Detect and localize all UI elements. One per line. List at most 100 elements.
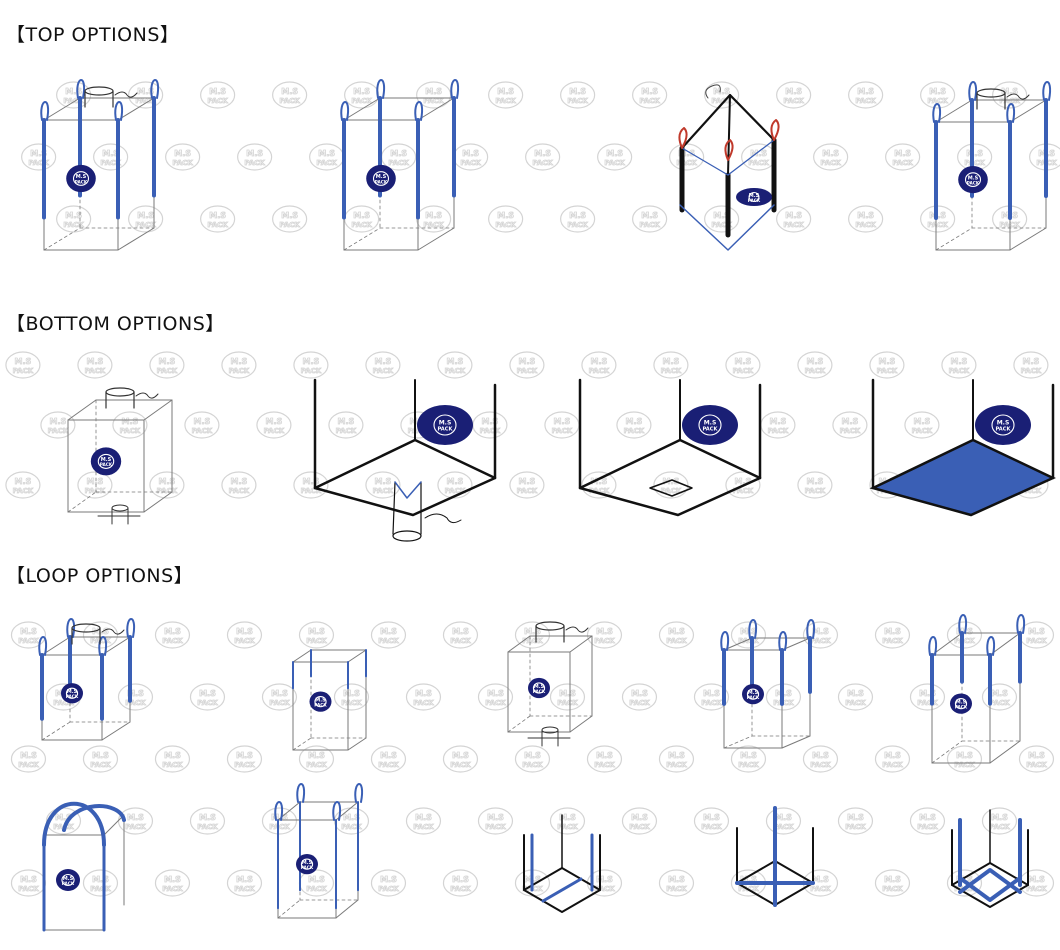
svg-text:M.S: M.S bbox=[497, 211, 514, 220]
svg-text:PACK: PACK bbox=[13, 487, 34, 495]
svg-text:PACK: PACK bbox=[567, 97, 588, 105]
svg-text:PACK: PACK bbox=[661, 487, 682, 495]
svg-text:PACK: PACK bbox=[676, 159, 697, 167]
svg-text:PACK: PACK bbox=[63, 97, 84, 105]
svg-text:M.S: M.S bbox=[127, 813, 144, 822]
svg-text:M.S: M.S bbox=[353, 87, 370, 96]
svg-text:PACK: PACK bbox=[229, 487, 250, 495]
svg-text:M.S: M.S bbox=[303, 477, 320, 486]
svg-text:PACK: PACK bbox=[805, 367, 826, 375]
svg-text:PACK: PACK bbox=[162, 885, 183, 893]
svg-text:PACK: PACK bbox=[557, 699, 578, 707]
svg-text:M.S: M.S bbox=[65, 211, 82, 220]
loop-option-cross-base-b bbox=[735, 806, 815, 907]
svg-text:M.S: M.S bbox=[164, 751, 181, 760]
svg-text:M.S: M.S bbox=[703, 689, 720, 698]
svg-text:PACK: PACK bbox=[244, 159, 265, 167]
svg-text:M.S: M.S bbox=[591, 357, 608, 366]
svg-text:M.S: M.S bbox=[452, 627, 469, 636]
svg-text:M.S: M.S bbox=[159, 357, 176, 366]
svg-text:M.S: M.S bbox=[390, 149, 407, 158]
svg-text:M.S: M.S bbox=[1028, 751, 1045, 760]
svg-text:PACK: PACK bbox=[157, 367, 178, 375]
svg-text:M.S: M.S bbox=[137, 87, 154, 96]
svg-text:PACK: PACK bbox=[351, 221, 372, 229]
svg-text:M.S: M.S bbox=[991, 689, 1008, 698]
svg-text:M.S: M.S bbox=[857, 211, 874, 220]
svg-text:M.S: M.S bbox=[30, 149, 47, 158]
svg-text:M.S: M.S bbox=[713, 87, 730, 96]
bottom-options-title: 【BOTTOM OPTIONS】 bbox=[6, 313, 225, 335]
svg-text:PACK: PACK bbox=[522, 637, 543, 645]
svg-text:M.S: M.S bbox=[15, 477, 32, 486]
svg-text:PACK: PACK bbox=[28, 159, 49, 167]
svg-text:PACK: PACK bbox=[75, 179, 88, 185]
svg-text:M.S: M.S bbox=[785, 87, 802, 96]
svg-text:PACK: PACK bbox=[18, 885, 39, 893]
svg-text:PACK: PACK bbox=[197, 699, 218, 707]
svg-text:M.S: M.S bbox=[415, 813, 432, 822]
svg-text:PACK: PACK bbox=[840, 427, 861, 435]
svg-text:PACK: PACK bbox=[162, 637, 183, 645]
svg-text:PACK: PACK bbox=[533, 689, 546, 695]
svg-text:M.S: M.S bbox=[559, 813, 576, 822]
svg-text:M.S: M.S bbox=[749, 193, 760, 199]
svg-text:M.S: M.S bbox=[812, 627, 829, 636]
svg-text:M.S: M.S bbox=[748, 690, 759, 696]
svg-text:M.S: M.S bbox=[308, 751, 325, 760]
svg-text:M.S: M.S bbox=[452, 875, 469, 884]
svg-text:M.S: M.S bbox=[569, 87, 586, 96]
svg-text:M.S: M.S bbox=[596, 627, 613, 636]
svg-text:PACK: PACK bbox=[18, 761, 39, 769]
svg-text:M.S: M.S bbox=[534, 684, 545, 690]
svg-text:PACK: PACK bbox=[989, 823, 1010, 831]
svg-text:PACK: PACK bbox=[738, 761, 759, 769]
svg-text:PACK: PACK bbox=[748, 198, 761, 204]
svg-text:PACK: PACK bbox=[373, 487, 394, 495]
svg-text:M.S: M.S bbox=[303, 357, 320, 366]
svg-text:PACK: PACK bbox=[820, 159, 841, 167]
svg-text:M.S: M.S bbox=[704, 420, 717, 427]
svg-text:M.S: M.S bbox=[231, 477, 248, 486]
loop-option-cross-base-c bbox=[951, 809, 1029, 908]
svg-text:M.S: M.S bbox=[55, 813, 72, 822]
svg-text:PACK: PACK bbox=[783, 221, 804, 229]
svg-text:M.S: M.S bbox=[775, 813, 792, 822]
svg-text:PACK: PACK bbox=[666, 637, 687, 645]
svg-text:M.S: M.S bbox=[879, 357, 896, 366]
svg-text:M.S: M.S bbox=[236, 875, 253, 884]
svg-text:M.S: M.S bbox=[174, 149, 191, 158]
svg-text:M.S: M.S bbox=[231, 357, 248, 366]
